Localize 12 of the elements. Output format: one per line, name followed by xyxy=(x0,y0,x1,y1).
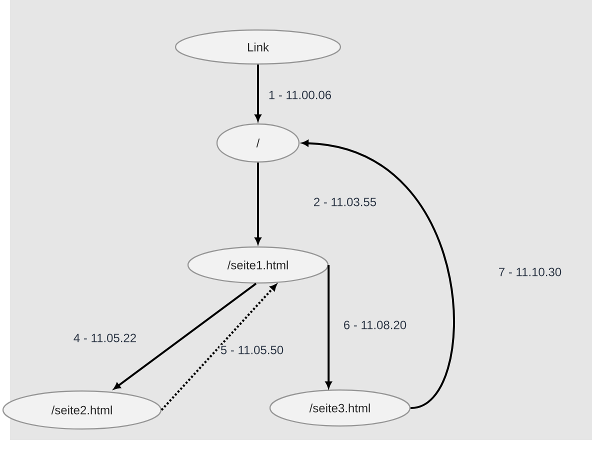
arrow xyxy=(114,282,257,390)
arrow xyxy=(254,64,262,122)
edge-label: 4 - 11.05.22 xyxy=(72,332,138,344)
arrow xyxy=(160,284,277,411)
arrow xyxy=(325,264,332,388)
arrow xyxy=(254,162,262,244)
edge-label: 5 - 11.05.50 xyxy=(219,344,285,356)
arrow xyxy=(302,140,455,409)
edge-label: 2 - 11.03.55 xyxy=(312,196,378,208)
edge-label: 7 - 11.10.30 xyxy=(497,266,563,278)
edge-label: 1 - 11.00.06 xyxy=(267,90,333,100)
edge-label: 6 - 11.08.20 xyxy=(342,320,408,330)
